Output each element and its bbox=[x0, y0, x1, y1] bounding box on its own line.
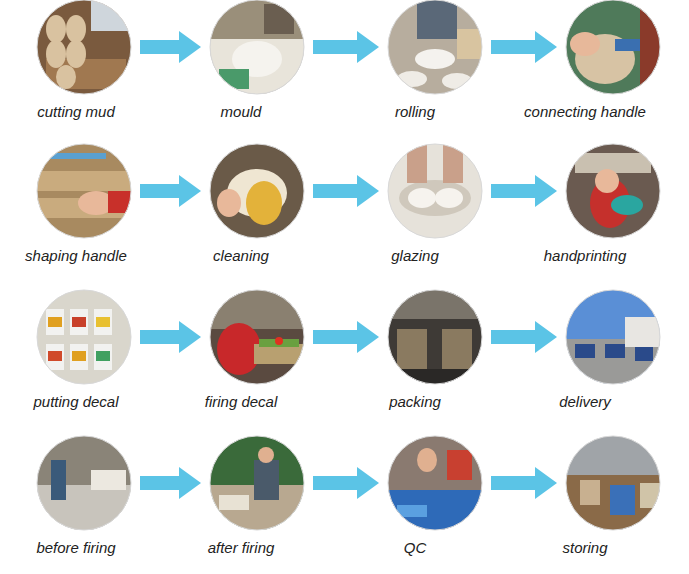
step-photo bbox=[209, 435, 305, 531]
flow-arrow bbox=[140, 321, 201, 353]
flow-arrow bbox=[140, 467, 201, 499]
step-photo bbox=[36, 289, 132, 385]
step-node: handprinting bbox=[565, 143, 661, 267]
step-label: QC bbox=[404, 539, 427, 557]
step-photo bbox=[387, 289, 483, 385]
step-node: rolling bbox=[387, 0, 483, 123]
step-photo bbox=[36, 0, 132, 95]
flow-arrow bbox=[313, 31, 379, 63]
step-node: storing bbox=[565, 435, 661, 559]
step-node: after firing bbox=[209, 435, 305, 559]
flow-arrow bbox=[313, 175, 379, 207]
flow-arrow bbox=[491, 175, 557, 207]
flow-arrow bbox=[491, 321, 557, 353]
step-node: glazing bbox=[387, 143, 483, 267]
step-node: cutting mud bbox=[36, 0, 132, 123]
step-label: rolling bbox=[395, 103, 435, 121]
flow-arrow bbox=[313, 321, 379, 353]
step-photo bbox=[565, 143, 661, 239]
step-photo bbox=[36, 143, 132, 239]
step-photo bbox=[387, 143, 483, 239]
step-photo bbox=[209, 143, 305, 239]
step-label: after firing bbox=[208, 539, 275, 557]
step-label: firing decal bbox=[205, 393, 278, 411]
step-label: before firing bbox=[36, 539, 115, 557]
step-photo bbox=[36, 435, 132, 531]
step-node: delivery bbox=[565, 289, 661, 413]
step-node: before firing bbox=[36, 435, 132, 559]
step-photo bbox=[565, 0, 661, 95]
step-photo bbox=[209, 289, 305, 385]
step-label: connecting handle bbox=[524, 103, 646, 121]
step-node: cleaning bbox=[209, 143, 305, 267]
step-photo bbox=[565, 289, 661, 385]
step-label: shaping handle bbox=[25, 247, 127, 265]
step-node: firing decal bbox=[209, 289, 305, 413]
flow-arrow bbox=[491, 467, 557, 499]
step-photo bbox=[209, 0, 305, 95]
step-label: cleaning bbox=[213, 247, 269, 265]
step-label: delivery bbox=[559, 393, 611, 411]
step-label: cutting mud bbox=[37, 103, 115, 121]
step-label: mould bbox=[221, 103, 262, 121]
flow-arrow bbox=[313, 467, 379, 499]
step-photo bbox=[387, 435, 483, 531]
step-node: packing bbox=[387, 289, 483, 413]
step-node: QC bbox=[387, 435, 483, 559]
step-node: mould bbox=[209, 0, 305, 123]
step-photo bbox=[387, 0, 483, 95]
step-label: storing bbox=[562, 539, 607, 557]
flow-arrow bbox=[491, 31, 557, 63]
step-node: connecting handle bbox=[565, 0, 661, 123]
step-photo bbox=[565, 435, 661, 531]
step-label: handprinting bbox=[544, 247, 627, 265]
step-node: shaping handle bbox=[36, 143, 132, 267]
step-label: glazing bbox=[391, 247, 439, 265]
step-node: putting decal bbox=[36, 289, 132, 413]
flow-arrow bbox=[140, 175, 201, 207]
step-label: packing bbox=[389, 393, 441, 411]
step-label: putting decal bbox=[33, 393, 118, 411]
flow-arrow bbox=[140, 31, 201, 63]
